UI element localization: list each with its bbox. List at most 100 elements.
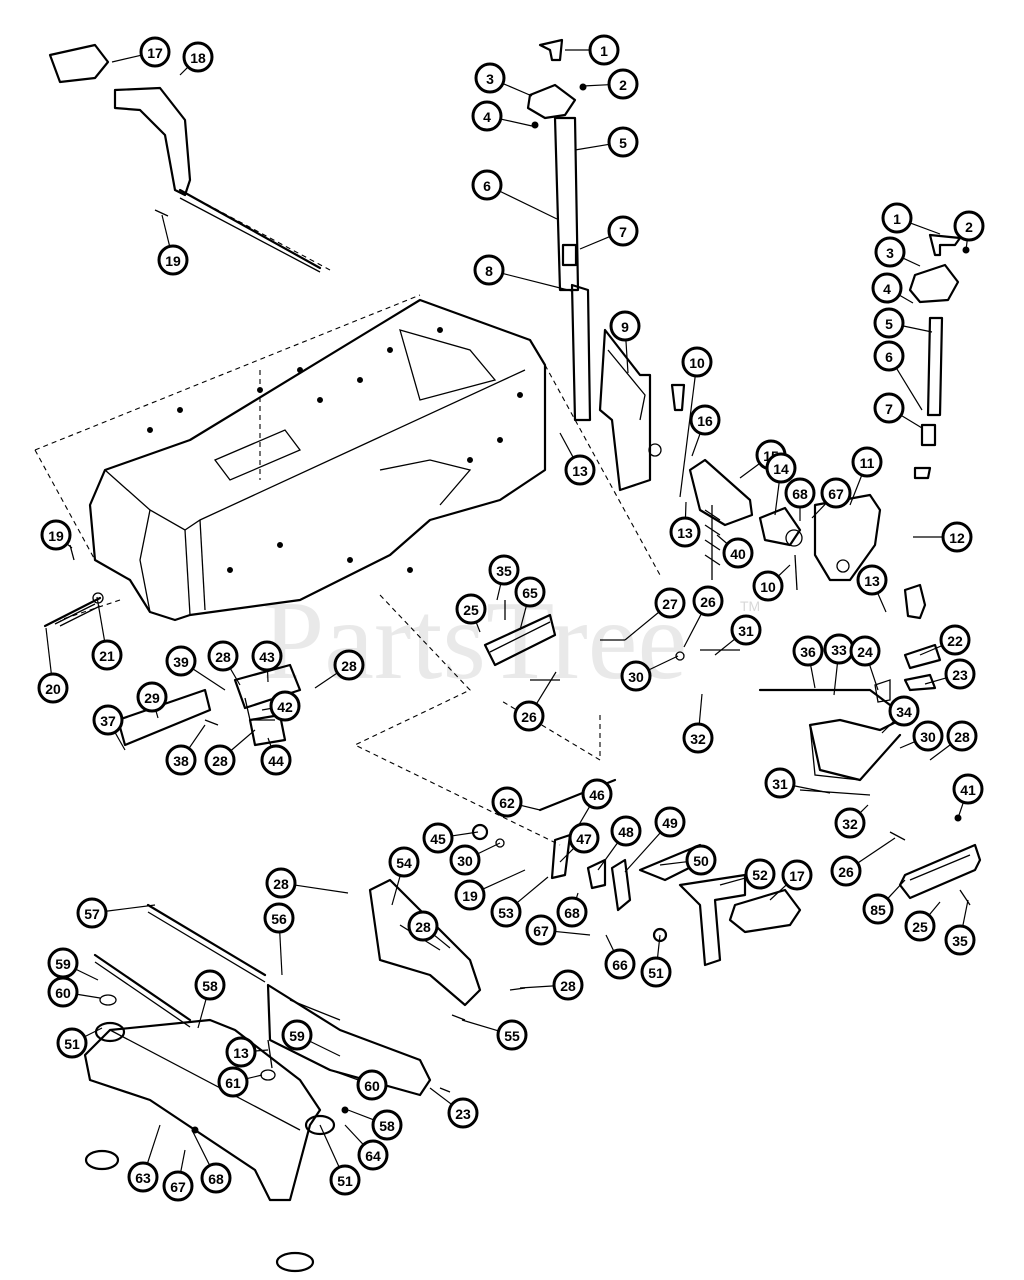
callout-40[interactable]: 40 xyxy=(716,534,754,569)
callout-28[interactable]: 28 xyxy=(407,910,451,949)
callout-29[interactable]: 29 xyxy=(136,681,168,719)
callout-13[interactable]: 13 xyxy=(225,1036,269,1068)
callout-13[interactable]: 13 xyxy=(856,564,888,613)
callout-28[interactable]: 28 xyxy=(929,720,978,761)
callout-30[interactable]: 30 xyxy=(449,842,501,876)
callout-28[interactable]: 28 xyxy=(204,729,256,776)
callout-44[interactable]: 44 xyxy=(260,737,292,776)
callout-10[interactable]: 10 xyxy=(679,346,713,498)
callout-45[interactable]: 45 xyxy=(422,822,479,854)
callout-59[interactable]: 59 xyxy=(47,947,99,981)
callout-22[interactable]: 22 xyxy=(919,624,971,656)
callout-20[interactable]: 20 xyxy=(37,627,69,704)
callout-33[interactable]: 33 xyxy=(823,633,855,696)
callout-3[interactable]: 3 xyxy=(874,236,921,268)
callout-18[interactable]: 18 xyxy=(179,41,214,76)
callout-5[interactable]: 5 xyxy=(574,126,639,158)
callout-47[interactable]: 47 xyxy=(559,822,600,863)
callout-11[interactable]: 11 xyxy=(849,446,883,506)
callout-39[interactable]: 39 xyxy=(165,645,226,691)
callout-60[interactable]: 60 xyxy=(47,976,101,1008)
callout-13[interactable]: 13 xyxy=(559,432,596,486)
callout-23[interactable]: 23 xyxy=(429,1087,479,1129)
callout-26[interactable]: 26 xyxy=(513,671,557,732)
callout-10[interactable]: 10 xyxy=(752,564,791,602)
callout-52[interactable]: 52 xyxy=(719,858,776,890)
callout-4[interactable]: 4 xyxy=(471,100,533,132)
callout-34[interactable]: 34 xyxy=(881,695,920,734)
callout-19[interactable]: 19 xyxy=(157,214,189,276)
callout-2[interactable]: 2 xyxy=(953,210,985,251)
callout-38[interactable]: 38 xyxy=(165,724,206,776)
callout-28[interactable]: 28 xyxy=(314,649,365,689)
callout-56[interactable]: 56 xyxy=(263,902,295,976)
callout-31[interactable]: 31 xyxy=(714,614,762,656)
callout-27[interactable]: 27 xyxy=(624,587,686,641)
callout-67[interactable]: 67 xyxy=(811,477,852,519)
callout-48[interactable]: 48 xyxy=(597,815,642,871)
callout-43[interactable]: 43 xyxy=(251,640,283,683)
callout-31[interactable]: 31 xyxy=(764,767,831,799)
callout-16[interactable]: 16 xyxy=(689,404,721,457)
callout-25[interactable]: 25 xyxy=(904,901,941,942)
callout-66[interactable]: 66 xyxy=(604,934,636,980)
callout-14[interactable]: 14 xyxy=(765,452,797,516)
callout-25[interactable]: 25 xyxy=(455,593,487,633)
callout-28[interactable]: 28 xyxy=(207,640,241,686)
callout-35[interactable]: 35 xyxy=(488,554,520,601)
callout-7[interactable]: 7 xyxy=(873,392,923,429)
callout-67[interactable]: 67 xyxy=(162,1149,194,1202)
callout-67[interactable]: 67 xyxy=(525,914,591,946)
callout-54[interactable]: 54 xyxy=(388,846,420,906)
callout-41[interactable]: 41 xyxy=(952,773,984,819)
callout-17[interactable]: 17 xyxy=(769,859,813,901)
callout-35[interactable]: 35 xyxy=(944,899,976,956)
callout-19[interactable]: 19 xyxy=(40,519,73,551)
callout-13[interactable]: 13 xyxy=(669,501,701,548)
callout-32[interactable]: 32 xyxy=(834,804,869,839)
callout-42[interactable]: 42 xyxy=(261,690,301,722)
callout-32[interactable]: 32 xyxy=(682,693,714,754)
callout-21[interactable]: 21 xyxy=(91,596,123,671)
callout-55[interactable]: 55 xyxy=(461,1019,528,1051)
callout-8[interactable]: 8 xyxy=(473,254,573,292)
callout-61[interactable]: 61 xyxy=(217,1066,263,1098)
callout-51[interactable]: 51 xyxy=(56,1027,103,1059)
callout-58[interactable]: 58 xyxy=(347,1109,403,1141)
callout-30[interactable]: 30 xyxy=(899,720,944,752)
callout-6[interactable]: 6 xyxy=(873,340,923,411)
callout-4[interactable]: 4 xyxy=(871,272,914,304)
callout-1[interactable]: 1 xyxy=(881,202,941,235)
callout-37[interactable]: 37 xyxy=(92,704,126,751)
callout-3[interactable]: 3 xyxy=(474,62,533,97)
callout-1[interactable]: 1 xyxy=(565,34,620,66)
callout-68[interactable]: 68 xyxy=(556,892,588,928)
callout-68[interactable]: 68 xyxy=(784,477,816,521)
callout-53[interactable]: 53 xyxy=(490,876,549,928)
callout-7[interactable]: 7 xyxy=(579,215,639,250)
callout-60[interactable]: 60 xyxy=(324,1067,388,1101)
callout-26[interactable]: 26 xyxy=(830,837,896,887)
callout-23[interactable]: 23 xyxy=(924,658,976,690)
callout-49[interactable]: 49 xyxy=(624,806,686,873)
callout-65[interactable]: 65 xyxy=(514,576,546,631)
callout-28[interactable]: 28 xyxy=(519,969,584,1001)
callout-58[interactable]: 58 xyxy=(194,969,226,1029)
callout-6[interactable]: 6 xyxy=(471,169,558,220)
callout-63[interactable]: 63 xyxy=(127,1124,161,1193)
callout-62[interactable]: 62 xyxy=(491,786,541,818)
callout-28[interactable]: 28 xyxy=(265,867,349,899)
callout-51[interactable]: 51 xyxy=(640,934,672,988)
callout-68[interactable]: 68 xyxy=(191,1129,232,1194)
callout-64[interactable]: 64 xyxy=(344,1124,389,1171)
callout-30[interactable]: 30 xyxy=(620,655,679,692)
callout-57[interactable]: 57 xyxy=(76,897,156,929)
callout-26[interactable]: 26 xyxy=(683,585,724,648)
callout-2[interactable]: 2 xyxy=(582,68,639,100)
callout-9[interactable]: 9 xyxy=(609,310,641,374)
callout-36[interactable]: 36 xyxy=(792,635,824,689)
callout-59[interactable]: 59 xyxy=(281,1019,341,1057)
callout-12[interactable]: 12 xyxy=(913,521,973,553)
callout-17[interactable]: 17 xyxy=(111,36,171,68)
callout-85[interactable]: 85 xyxy=(862,879,906,925)
